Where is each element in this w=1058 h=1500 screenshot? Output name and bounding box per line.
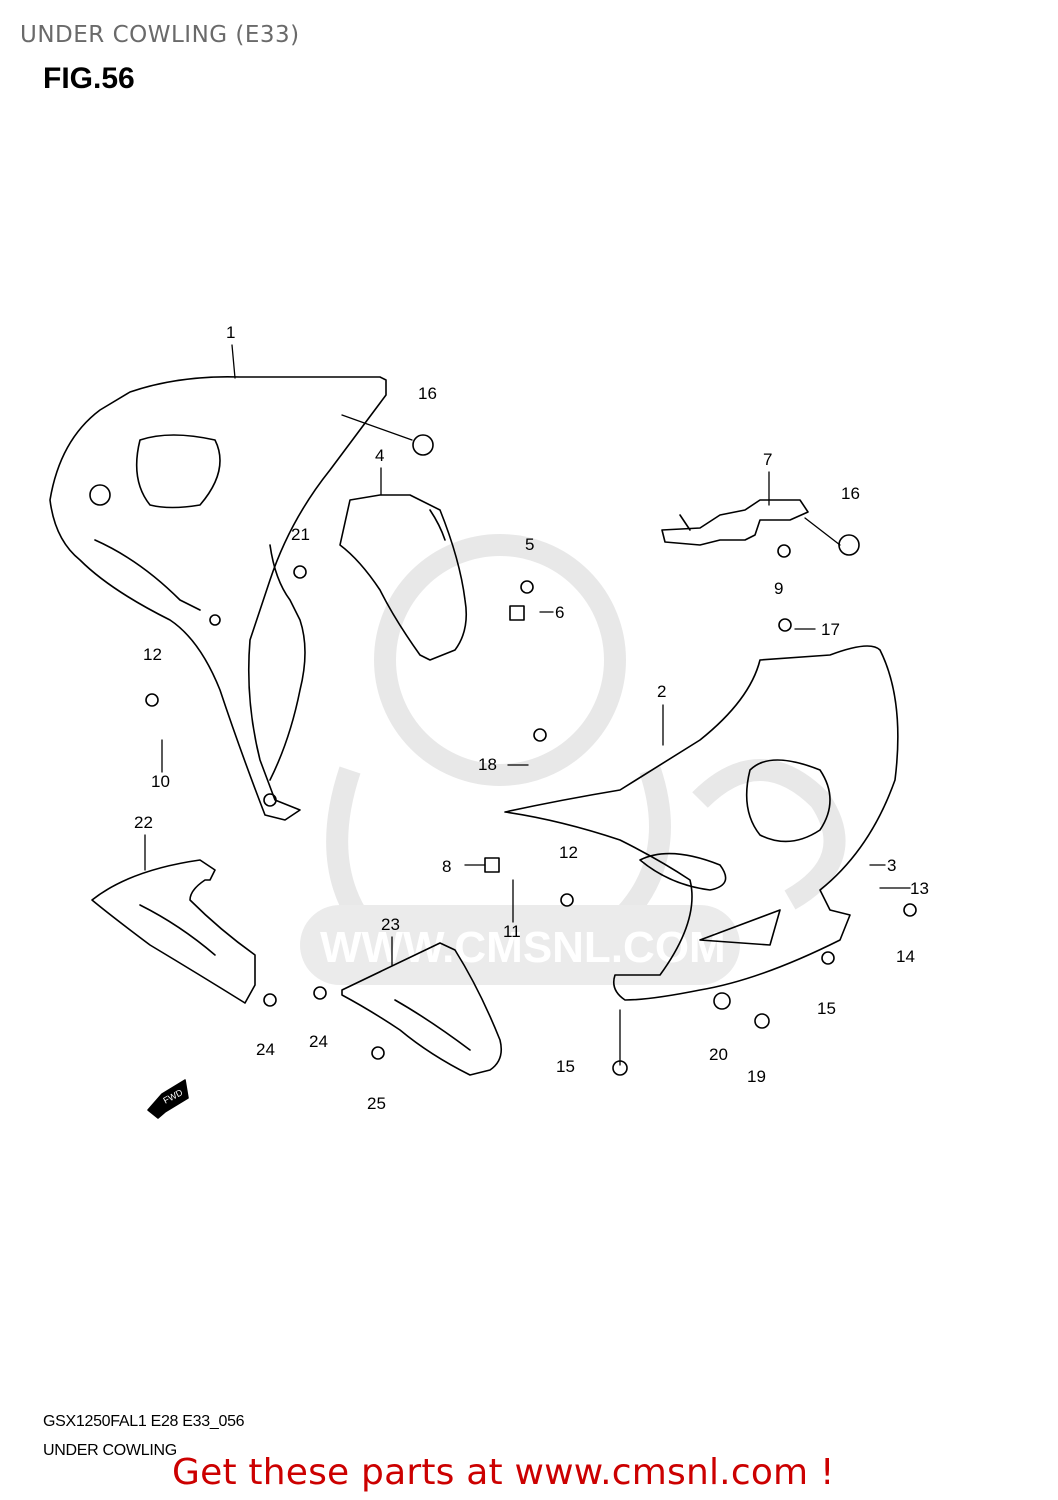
callout-16-left[interactable]: 16 [418, 384, 437, 403]
callout-15-right[interactable]: 15 [817, 999, 836, 1018]
part-1-under-cowling-left [49, 375, 387, 821]
section-name: UNDER COWLING [43, 1442, 177, 1459]
figure-number: FIG.56 [43, 62, 135, 95]
page-title: UNDER COWLING (E33) [20, 22, 300, 48]
callout-22[interactable]: 22 [134, 813, 153, 832]
part-22-side-cover [91, 859, 256, 1004]
model-code: GSX1250FAL1 E28 E33_056 [43, 1413, 245, 1430]
watermark-logo [300, 534, 846, 985]
callout-24-right[interactable]: 24 [309, 1032, 328, 1051]
callout-12-right[interactable]: 12 [559, 843, 578, 862]
callout-13[interactable]: 13 [910, 879, 929, 898]
part-2-under-cowling-right [504, 645, 899, 1001]
callout-15-bottom[interactable]: 15 [556, 1057, 575, 1076]
callout-10[interactable]: 10 [151, 772, 170, 791]
callout-8[interactable]: 8 [442, 857, 451, 876]
watermark-text: WWW.CMSNL.COM [320, 923, 726, 972]
callout-21[interactable]: 21 [291, 525, 310, 544]
callout-17[interactable]: 17 [821, 620, 840, 639]
callout-25[interactable]: 25 [367, 1094, 386, 1113]
part-4-inner-panel [339, 494, 468, 661]
fastener-icons [145, 434, 917, 1076]
callout-1[interactable]: 1 [226, 323, 235, 342]
callout-9[interactable]: 9 [774, 579, 783, 598]
callout-7[interactable]: 7 [763, 450, 772, 469]
callout-11[interactable]: 11 [503, 922, 521, 941]
callout-6[interactable]: 6 [555, 603, 564, 622]
callout-16-right[interactable]: 16 [841, 484, 860, 503]
callout-18[interactable]: 18 [478, 755, 497, 774]
callout-20[interactable]: 20 [709, 1045, 728, 1064]
part-7-bracket [661, 499, 809, 546]
callout-labels: 1 2 3 4 5 6 7 8 9 10 11 12 12 13 14 15 1… [134, 323, 929, 1113]
callout-24-left[interactable]: 24 [256, 1040, 275, 1059]
callout-2[interactable]: 2 [657, 682, 666, 701]
part-23-side-cover [341, 942, 503, 1076]
callout-4[interactable]: 4 [375, 446, 384, 465]
callout-5[interactable]: 5 [525, 535, 534, 554]
callout-19[interactable]: 19 [747, 1067, 766, 1086]
callout-14[interactable]: 14 [896, 947, 915, 966]
leader-lines [144, 344, 911, 1066]
fwd-arrow-icon [147, 1079, 189, 1119]
promo-link[interactable]: Get these parts at www.cmsnl.com ! [172, 1452, 835, 1493]
callout-23[interactable]: 23 [381, 915, 400, 934]
callout-3[interactable]: 3 [887, 856, 896, 875]
callout-12-left[interactable]: 12 [143, 645, 162, 664]
